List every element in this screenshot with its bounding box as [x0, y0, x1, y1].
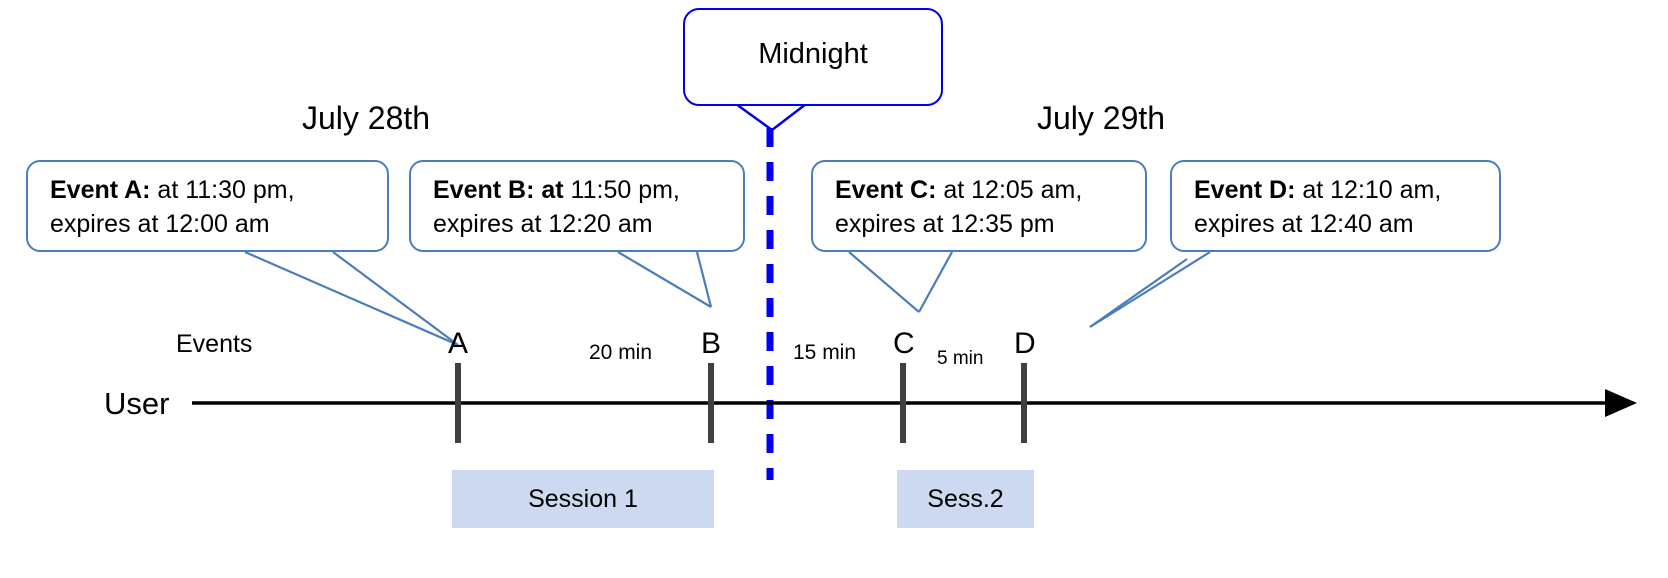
- midnight-callout-label: Midnight: [758, 38, 868, 70]
- callout-event-b-rest: 11:50 pm,: [563, 176, 680, 204]
- date-label-july-29-text: July 29th: [1037, 100, 1166, 136]
- callout-event-a: Event A: at 11:30 pm, expires at 12:00 a…: [26, 160, 389, 252]
- callout-event-c-line1: Event C: at 12:05 am,: [835, 173, 1145, 207]
- leader-line-event-d-2: [1089, 258, 1188, 328]
- gap-label-a-b: 20 min: [589, 341, 652, 365]
- date-label-july-28-text: July 28th: [302, 100, 431, 136]
- session-box-2: Sess.2: [897, 470, 1034, 528]
- gap-label-c-d: 5 min: [937, 348, 983, 370]
- callout-event-d-line1: Event D: at 12:10 am,: [1194, 173, 1499, 207]
- callout-event-c-bold: Event C:: [835, 176, 937, 204]
- callout-event-d: Event D: at 12:10 am, expires at 12:40 a…: [1170, 160, 1501, 252]
- leader-line-event-c: [848, 251, 920, 313]
- callout-event-c-rest: at 12:05 am,: [936, 176, 1083, 204]
- gap-label-c-d-text: 5 min: [937, 348, 984, 369]
- leader-line-event-a-2: [332, 251, 459, 346]
- callout-event-a-line1: Event A: at 11:30 pm,: [50, 173, 387, 207]
- event-letter-b-text: B: [701, 327, 722, 360]
- event-letter-c: C: [893, 327, 915, 361]
- session-box-2-label: Sess.2: [927, 484, 1004, 513]
- callout-event-b: Event B: at 11:50 pm, expires at 12:20 a…: [409, 160, 745, 252]
- event-letter-b: B: [701, 327, 721, 361]
- leader-line-event-b-2: [695, 251, 713, 308]
- row-label-events: Events: [176, 330, 252, 359]
- gap-label-a-b-text: 20 min: [589, 341, 653, 364]
- callout-event-c-line2: expires at 12:35 pm: [835, 210, 1055, 238]
- callout-event-a-bold: Event A:: [50, 176, 151, 204]
- callout-event-d-rest: at 12:10 am,: [1295, 176, 1442, 204]
- row-label-user-text: User: [104, 386, 170, 421]
- leader-line-event-c-2: [918, 251, 953, 313]
- row-label-user: User: [104, 386, 169, 422]
- date-label-july-29: July 29th: [1037, 100, 1165, 137]
- leader-line-event-b: [617, 251, 712, 308]
- callout-event-b-bold: Event B: at: [433, 176, 564, 204]
- leader-line-event-d: [1089, 251, 1211, 328]
- event-letter-a: A: [448, 327, 468, 361]
- callout-event-c: Event C: at 12:05 am, expires at 12:35 p…: [811, 160, 1147, 252]
- row-label-events-text: Events: [176, 330, 253, 358]
- gap-label-b-c: 15 min: [793, 341, 856, 365]
- callout-event-a-rest: at 11:30 pm,: [150, 176, 295, 204]
- midnight-callout: Midnight: [683, 8, 943, 106]
- leader-line-event-a: [244, 250, 459, 347]
- callout-event-a-line2: expires at 12:00 am: [50, 210, 270, 238]
- event-letter-d-text: D: [1014, 327, 1036, 360]
- event-letter-a-text: A: [448, 327, 469, 360]
- callout-event-b-line2: expires at 12:20 am: [433, 210, 653, 238]
- timeline-arrowhead: [1605, 389, 1637, 417]
- session-box-1-label: Session 1: [528, 484, 638, 513]
- event-letter-c-text: C: [893, 327, 915, 360]
- callout-event-b-line1: Event B: at 11:50 pm,: [433, 173, 743, 207]
- callout-event-d-line2: expires at 12:40 am: [1194, 210, 1414, 238]
- gap-label-b-c-text: 15 min: [793, 341, 857, 364]
- callout-event-d-bold: Event D:: [1194, 176, 1296, 204]
- date-label-july-28: July 28th: [302, 100, 430, 137]
- event-letter-d: D: [1014, 327, 1036, 361]
- session-box-1: Session 1: [452, 470, 714, 528]
- midnight-callout-tail: [735, 102, 807, 132]
